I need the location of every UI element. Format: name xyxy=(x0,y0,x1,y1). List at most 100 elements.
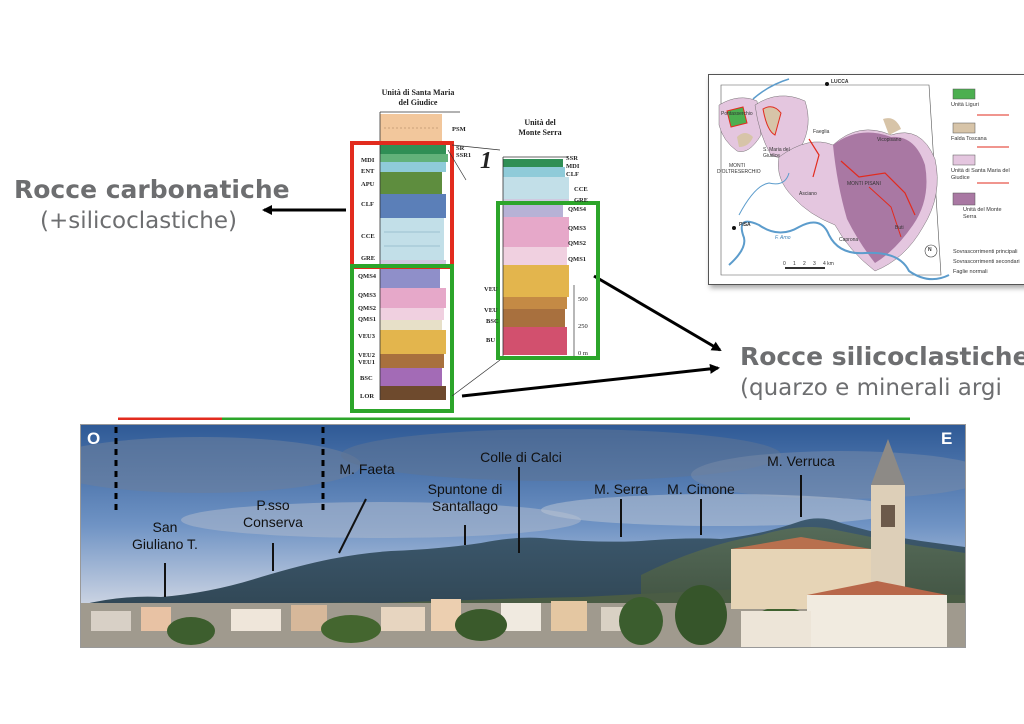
strat-label: APU xyxy=(361,181,375,188)
map-legend-label: Unità del Monte Serra xyxy=(963,207,1002,220)
peak-line: Spuntone di xyxy=(427,481,503,497)
scale-label: 250 xyxy=(578,323,588,330)
map-region: MONTI PISANI xyxy=(847,181,881,187)
map-legend-line-label: Sovrascorrimenti principali xyxy=(953,249,1018,255)
peak-line: M. Serra xyxy=(594,481,648,497)
strat-label: QMS3 xyxy=(358,292,377,299)
strat-label: VEU xyxy=(484,286,498,293)
peak-label-colle-di-calci: Colle di Calci xyxy=(465,449,577,466)
compass-west: O xyxy=(87,429,101,448)
peak-line: M. Cimone xyxy=(667,481,735,497)
strat-label: GRE xyxy=(361,255,376,262)
map-place: Buti xyxy=(895,225,904,231)
carbonatic-rocks-sublabel: (+silicoclastiche) xyxy=(40,208,237,234)
peak-line: Conserva xyxy=(243,514,303,530)
map-place: Faeglia xyxy=(813,129,830,135)
arrow-to-silicoclastic-lower xyxy=(461,363,720,398)
strat-label: BSC xyxy=(360,375,373,382)
strat-label: SSR xyxy=(566,155,578,162)
peak-line: Giuliano T. xyxy=(132,536,198,552)
panorama-photo: O E San Giuliano T. P.sso Conserva M. Fa… xyxy=(80,424,966,648)
right-column-title: Unità del Monte Serra xyxy=(500,118,580,138)
strat-label: LOR xyxy=(360,393,375,400)
silicoclastic-highlight-box-right xyxy=(496,201,600,360)
map-scale-tick: 4 km xyxy=(823,261,834,267)
peak-label-psso-conserva: P.sso Conserva xyxy=(227,497,319,531)
arrow-to-silicoclastic-upper xyxy=(593,274,722,352)
map-place: Caprona xyxy=(839,237,859,243)
right-column-title-line2: Monte Serra xyxy=(518,128,562,137)
silicoclastic-highlight-box-left xyxy=(350,264,454,413)
map-legend-label: Unità Liguri xyxy=(951,102,979,108)
strat-label: BU xyxy=(486,337,496,344)
correlation-number: 1 xyxy=(480,148,492,174)
map-legend-label: Unità di Santa Maria del Giudice xyxy=(951,168,1010,181)
strat-label: QMS2 xyxy=(358,305,377,312)
peak-line: Colle di Calci xyxy=(480,449,562,465)
strat-label: SSR1 xyxy=(456,152,472,159)
map-svg xyxy=(718,78,1009,281)
silicoclastic-rocks-sublabel: (quarzo e minerali argi xyxy=(740,375,1002,401)
peak-line: M. Faeta xyxy=(339,461,395,477)
strat-label: QMS4 xyxy=(568,206,587,213)
strat-label: MDI xyxy=(361,157,375,164)
right-column-title-line1: Unità del xyxy=(524,118,556,127)
left-strat-column xyxy=(379,111,460,400)
strat-label: CCE xyxy=(361,233,375,240)
map-place: Pontasserchio xyxy=(721,111,753,117)
map-legend-label: Falda Toscana xyxy=(951,136,987,142)
carbonatic-rocks-label: Rocce carbonatiche xyxy=(14,175,290,204)
map-legend-line-label: Faglie normali xyxy=(953,269,988,275)
north-arrow-icon: N xyxy=(928,247,932,253)
strat-label: QMS2 xyxy=(568,240,587,247)
scale-label: 0 m xyxy=(578,350,588,357)
strat-label: CCE xyxy=(574,186,588,193)
strat-label: MDI xyxy=(566,163,580,170)
strat-label: QMS4 xyxy=(358,273,377,280)
peak-label-m-verruca: M. Verruca xyxy=(751,453,851,470)
peak-line: M. Verruca xyxy=(767,453,835,469)
strat-label: QMS1 xyxy=(568,256,587,263)
strat-label: QMS3 xyxy=(568,225,587,232)
right-strat-column xyxy=(502,156,575,357)
strat-label: PSM xyxy=(452,126,466,133)
left-column-title: Unità di Santa Maria del Giudice xyxy=(362,88,474,108)
strat-label: ENT xyxy=(361,168,375,175)
map-river-label: F. Arno xyxy=(775,235,791,241)
compass-east: E xyxy=(941,429,953,448)
map-scale-tick: 0 xyxy=(783,261,786,267)
map-region: MONTI D'OLTRESERCHIO xyxy=(717,163,761,175)
strat-label: VEU3 xyxy=(358,333,375,340)
map-scale-tick: 3 xyxy=(813,261,816,267)
map-scale-tick: 1 xyxy=(793,261,796,267)
peak-label-m-cimone: M. Cimone xyxy=(659,481,743,498)
strat-label: CLF xyxy=(361,201,374,208)
left-column-title-line1: Unità di Santa Maria xyxy=(381,88,455,97)
peak-line: San xyxy=(152,519,178,535)
strat-label: SR xyxy=(456,145,465,152)
map-legend-line-label: Sovrascorrimenti secondari xyxy=(953,259,1020,265)
strat-label: GRE xyxy=(574,197,589,204)
scale-label: 500 xyxy=(578,296,588,303)
map-scale-tick: 2 xyxy=(803,261,806,267)
map-city-lucca: LUCCA xyxy=(831,79,849,85)
peak-label-spuntone: Spuntone di Santallago xyxy=(407,481,523,515)
peak-label-san-giuliano: San Giuliano T. xyxy=(115,519,215,553)
map-place: Asciano xyxy=(799,191,817,197)
stratigraphic-columns-svg: 1 xyxy=(118,111,910,420)
strat-label: BSC xyxy=(486,318,499,325)
strat-label: QMS1 xyxy=(358,316,377,323)
strat-label: VEU2 xyxy=(358,352,375,359)
peak-label-m-faeta: M. Faeta xyxy=(327,461,407,478)
strat-label: CLF xyxy=(566,171,579,178)
map-place: S. Maria del Giudice xyxy=(763,147,790,159)
map-place: Vicopisano xyxy=(877,137,902,143)
peak-label-m-serra: M. Serra xyxy=(579,481,663,498)
panorama-svg xyxy=(81,425,965,647)
left-column-title-line2: del Giudice xyxy=(398,98,438,107)
peak-line: Santallago xyxy=(431,498,499,514)
strat-label: VEU xyxy=(484,307,498,314)
strat-label: VEU1 xyxy=(358,359,375,366)
silicoclastic-rocks-label: Rocce silicoclastiche xyxy=(740,342,1024,371)
peak-line: P.sso xyxy=(256,497,290,513)
